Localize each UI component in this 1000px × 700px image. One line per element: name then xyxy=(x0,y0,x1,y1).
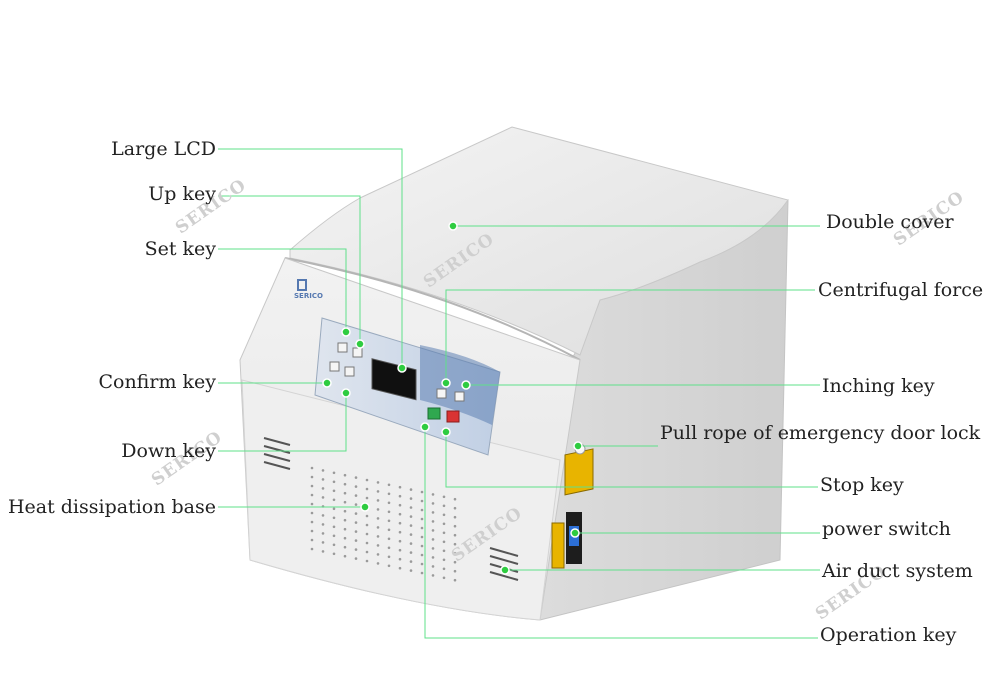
label-large-lcd: Large LCD xyxy=(111,138,216,160)
label-double-cover: Double cover xyxy=(826,211,954,233)
label-down-key: Down key xyxy=(121,440,216,462)
label-inching-key: Inching key xyxy=(822,375,935,397)
label-up-key: Up key xyxy=(148,183,216,205)
label-confirm-key: Confirm key xyxy=(98,371,216,393)
leader-lines xyxy=(218,148,820,639)
callout-dots xyxy=(322,221,583,575)
label-power-switch: power switch xyxy=(822,518,951,540)
label-heat-dissipation-base: Heat dissipation base xyxy=(7,496,216,518)
label-stop-key: Stop key xyxy=(820,474,904,496)
label-operation-key: Operation key xyxy=(820,624,957,646)
label-air-duct-system: Air duct system xyxy=(822,560,973,582)
label-set-key: Set key xyxy=(144,238,216,260)
logo-text: SERICO xyxy=(294,292,323,300)
label-pull-rope: Pull rope of emergency door lock xyxy=(660,422,981,444)
label-centrifugal-force: Centrifugal force xyxy=(818,279,984,301)
